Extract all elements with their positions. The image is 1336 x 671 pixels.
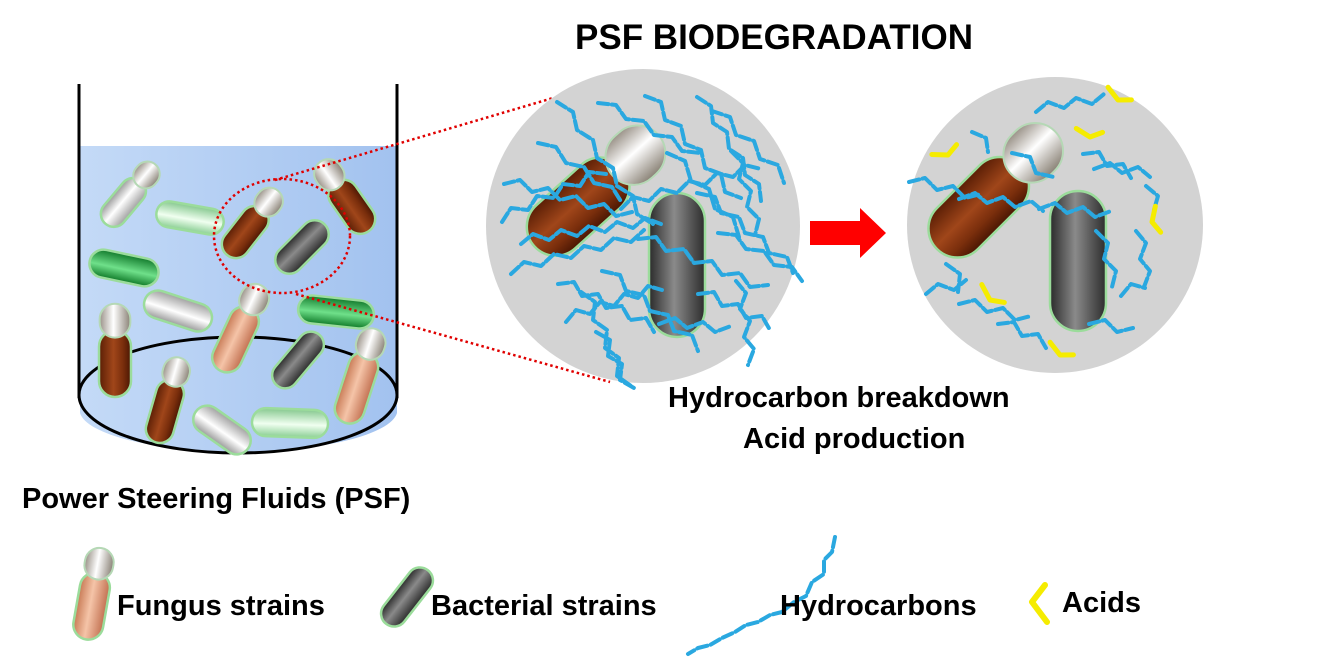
beaker-label: Power Steering Fluids (PSF) (22, 483, 410, 516)
before-circle (486, 69, 802, 388)
fungus-legend-icon (71, 546, 117, 642)
after-circle (907, 77, 1203, 373)
microbe-fungus-brown (99, 304, 131, 397)
result-line-breakdown: Hydrocarbon breakdown (668, 382, 1010, 415)
acid-legend-icon (1032, 585, 1047, 622)
result-line-acid: Acid production (743, 423, 965, 456)
legend-label-bacterial: Bacterial strains (431, 590, 657, 623)
legend-label-hydrocarbons: Hydrocarbons (780, 590, 977, 623)
microbe-pale-green (252, 408, 329, 439)
bacteria-legend-icon (376, 562, 438, 632)
diagram-title: PSF BIODEGRADATION (575, 18, 973, 58)
arrow-icon (810, 208, 886, 258)
legend-label-acids: Acids (1062, 587, 1141, 620)
zoom-bacteria (649, 193, 705, 337)
zoom-bacteria (1050, 191, 1106, 331)
legend-label-fungus: Fungus strains (117, 590, 325, 623)
